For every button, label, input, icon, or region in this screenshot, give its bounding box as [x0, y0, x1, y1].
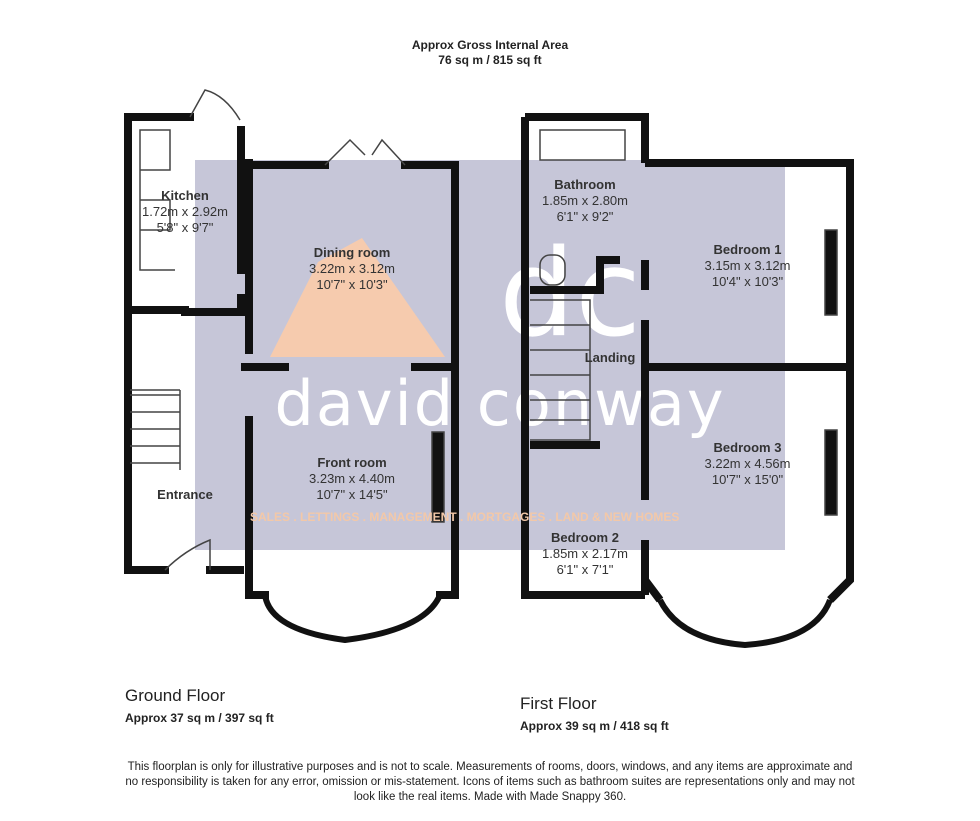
room-imperial: 10'7" x 10'3": [316, 277, 388, 292]
room-name: Kitchen: [161, 188, 209, 203]
room-metric: 3.15m x 3.12m: [704, 258, 791, 273]
gross-area-value: 76 sq m / 815 sq ft: [438, 53, 542, 67]
watermark-logo: dc: [499, 225, 641, 364]
ground-floor-area: Approx 37 sq m / 397 sq ft: [125, 711, 274, 725]
room-imperial: 5'8" x 9'7": [156, 220, 214, 235]
room-imperial: 6'1" x 9'2": [556, 209, 614, 224]
room-bathroom: Bathroom 1.85m x 2.80m 6'1" x 9'2": [525, 177, 645, 225]
first-floor-walls: [521, 113, 854, 603]
first-floor-fixtures: [431, 129, 838, 649]
room-metric: 1.72m x 2.92m: [142, 204, 228, 219]
watermark-brand: david conway: [274, 367, 725, 440]
room-bedroom-1: Bedroom 1 3.15m x 3.12m 10'4" x 10'3": [645, 242, 850, 290]
room-name: Bedroom 2: [551, 530, 619, 545]
room-dining: Dining room 3.22m x 3.12m 10'7" x 10'3": [249, 245, 455, 293]
room-name: Bathroom: [554, 177, 616, 192]
room-metric: 1.85m x 2.80m: [542, 193, 628, 208]
room-metric: 3.23m x 4.40m: [309, 471, 395, 486]
room-name: Landing: [584, 350, 636, 365]
first-floor-label: First Floor: [520, 694, 597, 713]
room-metric: 1.85m x 2.17m: [542, 546, 628, 561]
gross-area-title: Approx Gross Internal Area: [411, 38, 569, 52]
disclaimer: This floorplan is only for illustrative …: [125, 761, 855, 803]
room-imperial: 10'7" x 15'0": [711, 472, 784, 487]
room-imperial: 10'7" x 14'5": [316, 487, 388, 502]
ground-floor-walls: [124, 113, 459, 599]
watermark-tagline: SALES . LETTINGS . MANAGEMENT . MORTGAGE…: [250, 510, 680, 524]
room-name: Dining room: [313, 245, 391, 260]
room-name: Bedroom 1: [713, 242, 782, 257]
room-imperial: 6'1" x 7'1": [556, 562, 614, 577]
ground-floor-label: Ground Floor: [125, 686, 226, 705]
room-bedroom-3: Bedroom 3 3.22m x 4.56m 10'7" x 15'0": [645, 440, 850, 488]
room-bedroom-2: Bedroom 2 1.85m x 2.17m 6'1" x 7'1": [525, 530, 645, 578]
room-name: Bedroom 3: [713, 440, 782, 455]
room-front: Front room 3.23m x 4.40m 10'7" x 14'5": [249, 455, 455, 503]
room-imperial: 10'4" x 10'3": [711, 274, 784, 289]
room-entrance: Entrance: [135, 487, 235, 503]
room-metric: 3.22m x 4.56m: [704, 456, 791, 471]
watermark-triangle: [270, 238, 445, 357]
room-kitchen: Kitchen 1.72m x 2.92m 5'8" x 9'7": [125, 188, 245, 236]
room-name: Entrance: [157, 487, 213, 502]
ground-floor-fixtures: [130, 89, 443, 644]
room-metric: 3.22m x 3.12m: [309, 261, 395, 276]
room-name: Front room: [317, 455, 387, 470]
first-floor-area: Approx 39 sq m / 418 sq ft: [520, 719, 669, 733]
room-landing: Landing: [570, 350, 650, 366]
